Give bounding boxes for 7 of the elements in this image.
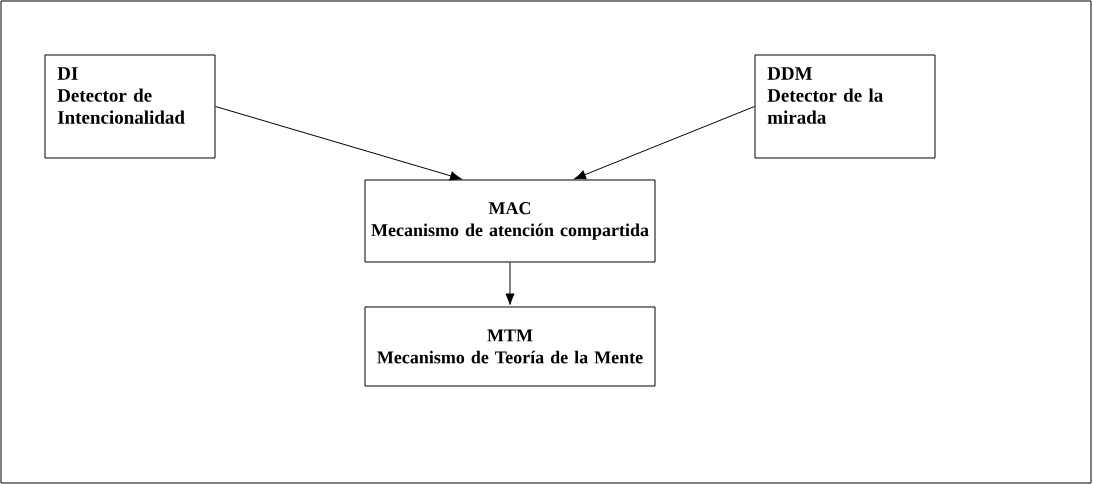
arrow — [215, 106, 462, 181]
process-box: MAC Mecanismo de atención compartida — [364, 179, 656, 263]
process-box: DDM Detector de la mirada — [754, 54, 936, 159]
process-box: DI Detector de Intencionalidad — [44, 54, 216, 159]
arrow — [574, 106, 755, 180]
arrow — [505, 262, 515, 305]
process-box: MTM Mecanismo de Teoría de la Mente — [364, 306, 656, 387]
